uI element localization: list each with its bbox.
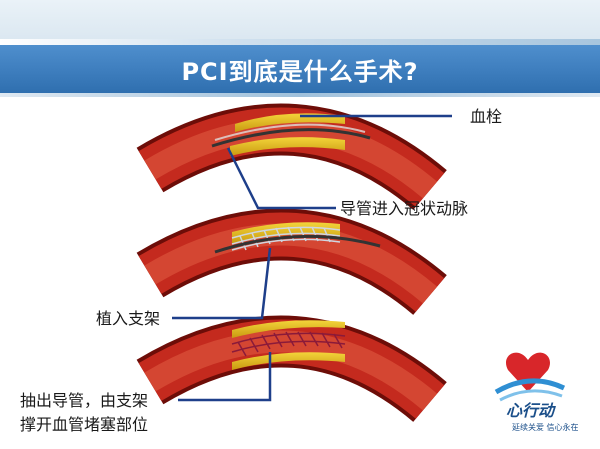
label-catheter: 导管进入冠状动脉 bbox=[340, 199, 469, 218]
pointer-result bbox=[178, 352, 272, 402]
stent-mesh bbox=[231, 226, 341, 251]
brand-logo: 心行动 bbox=[494, 352, 566, 420]
lower-plaque bbox=[230, 137, 345, 156]
slide-title: PCI到底是什么手术? bbox=[181, 57, 419, 86]
label-thrombus: 血栓 bbox=[470, 107, 503, 126]
vessel-bottom bbox=[136, 315, 447, 423]
pointer-lines bbox=[172, 114, 452, 402]
vessel-top bbox=[136, 103, 447, 211]
thrombus-plaque bbox=[235, 113, 345, 132]
logo-slogan: 延续关爱 信心永在 bbox=[512, 423, 579, 432]
label-result-line2: 撑开血管堵塞部位 bbox=[20, 415, 149, 434]
label-stent: 植入支架 bbox=[96, 309, 161, 328]
logo-brand: 心行动 bbox=[506, 402, 556, 420]
deployed-stent bbox=[231, 331, 346, 357]
header-band bbox=[0, 0, 600, 45]
title-divider bbox=[0, 93, 600, 97]
title-bar: PCI到底是什么手术? bbox=[0, 45, 600, 93]
label-result-line1: 抽出导管，由支架 bbox=[20, 391, 149, 410]
vessel-middle bbox=[136, 208, 447, 316]
pointer-catheter bbox=[226, 147, 336, 210]
catheter-wire bbox=[211, 128, 371, 148]
pointer-stent bbox=[172, 247, 272, 320]
